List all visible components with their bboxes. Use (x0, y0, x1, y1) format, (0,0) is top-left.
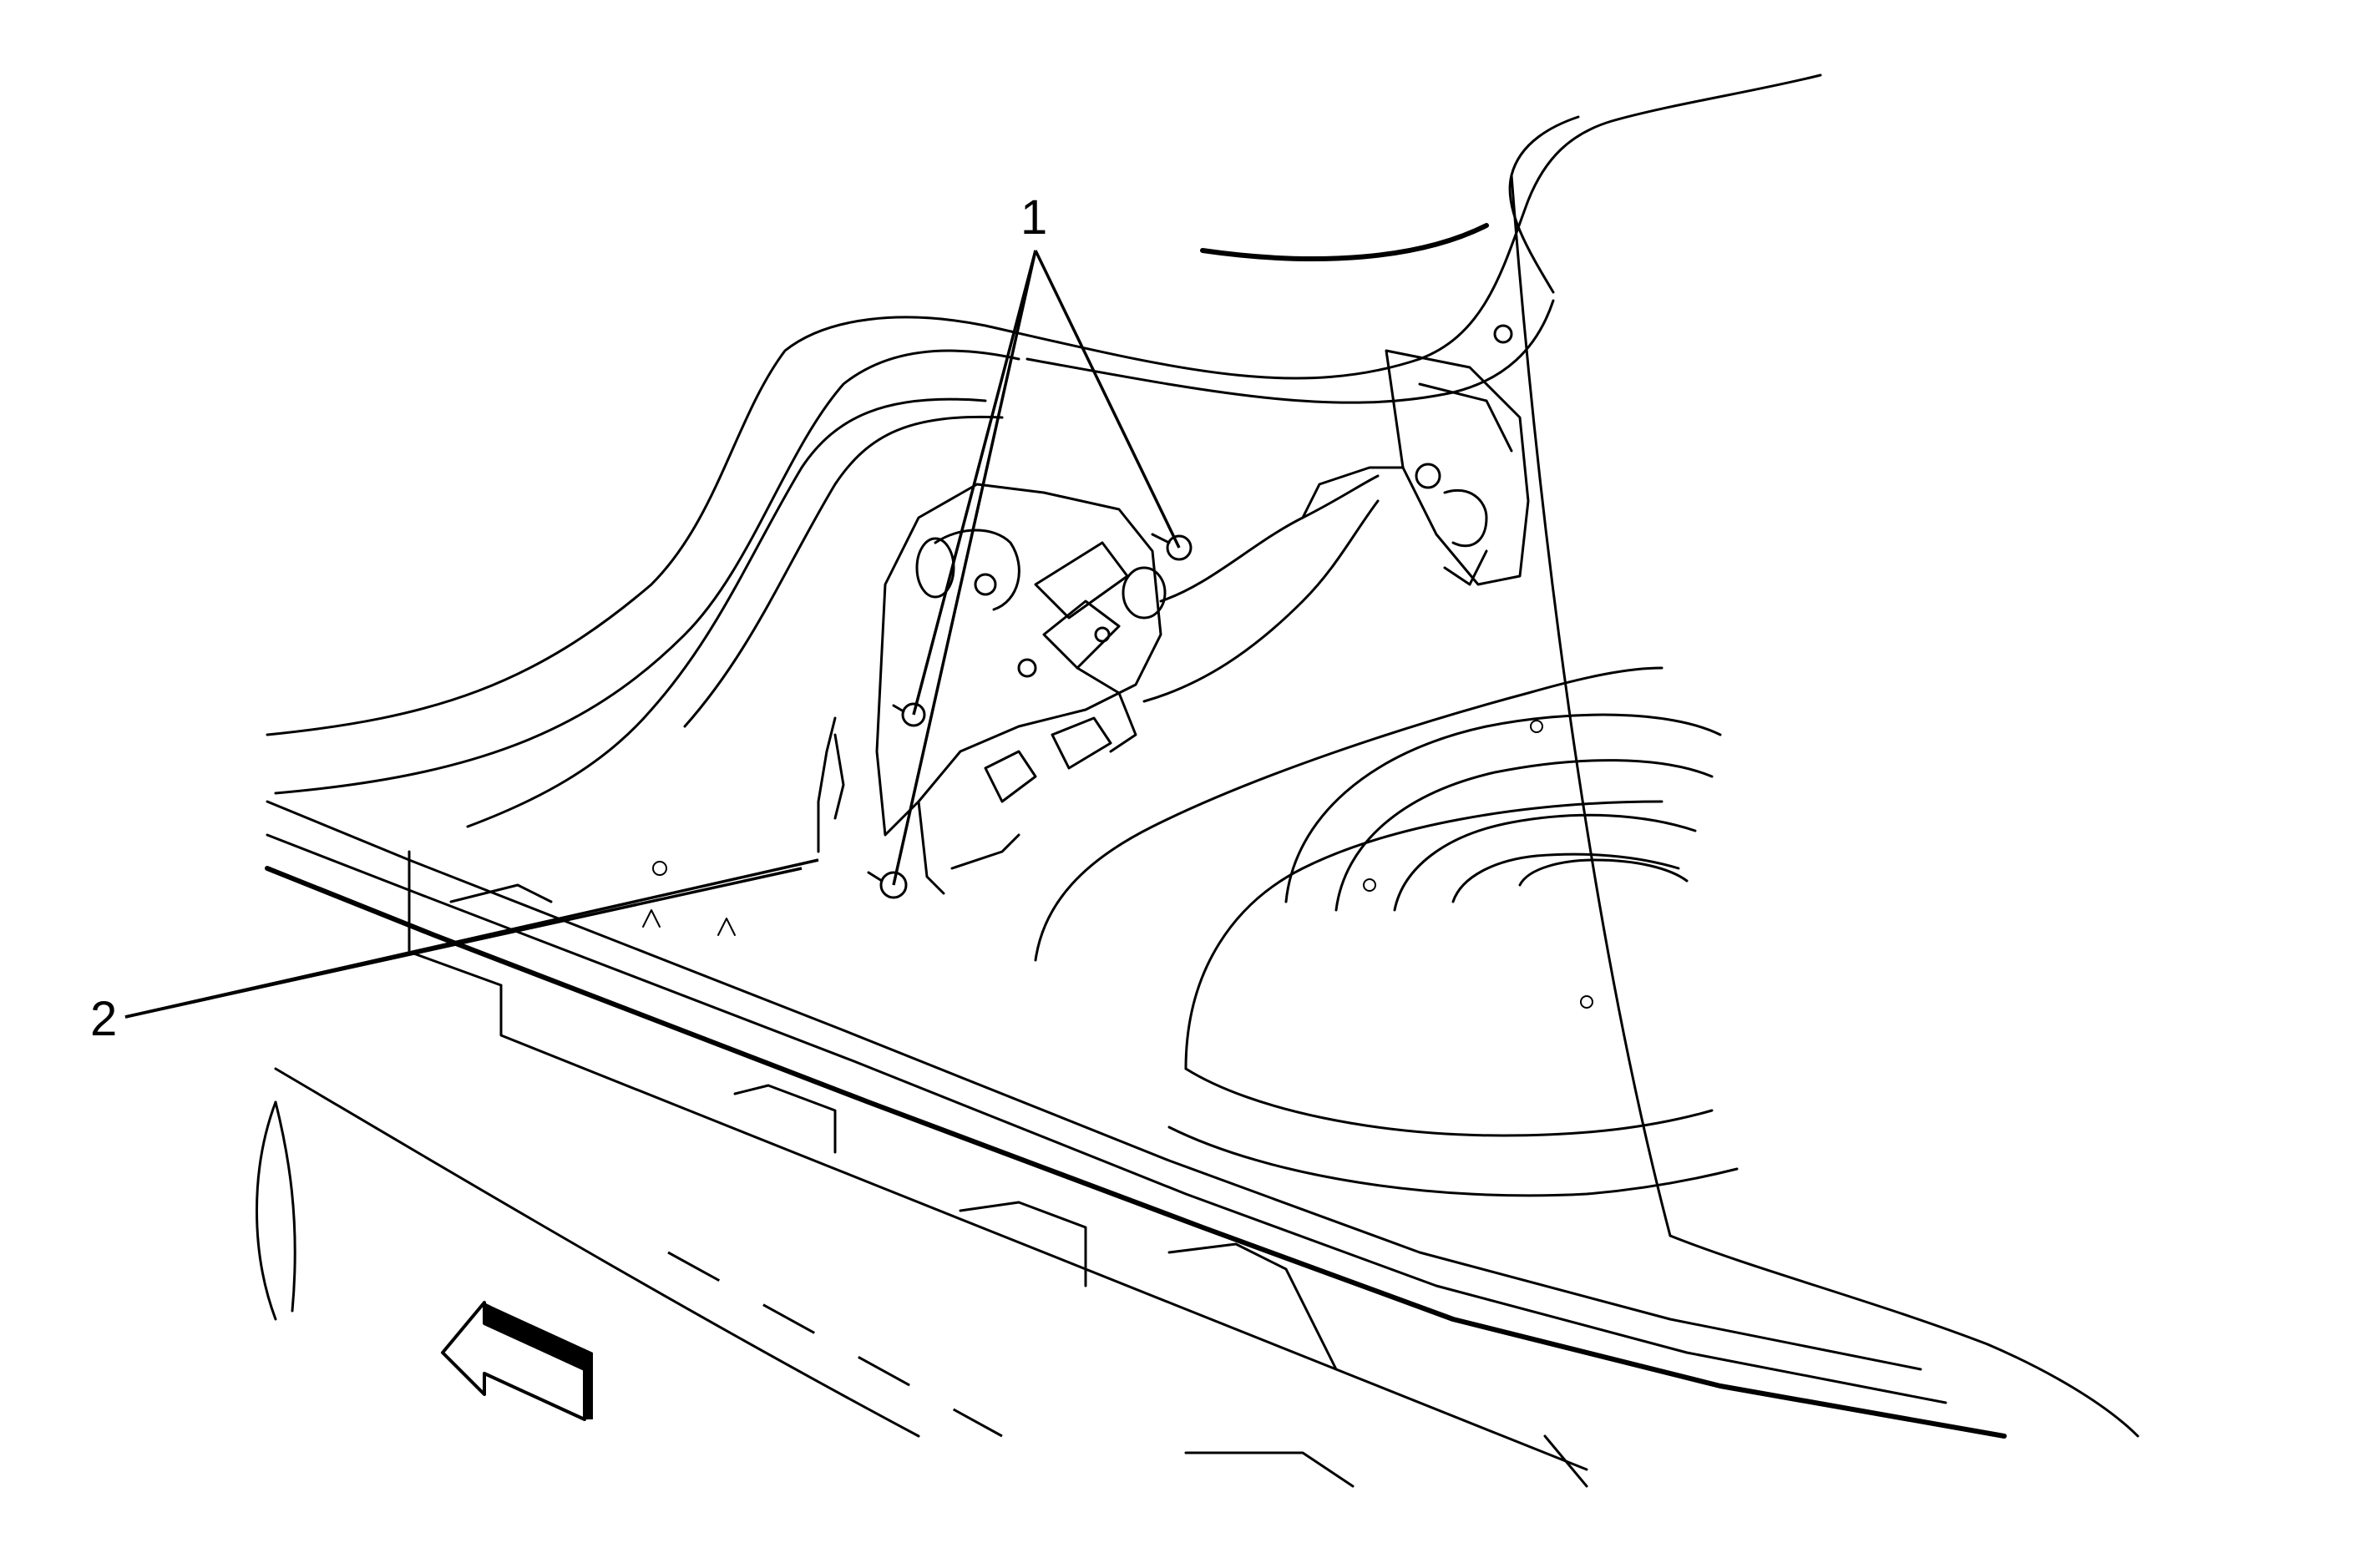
bolt-middle (892, 702, 926, 727)
bolt-top (1151, 533, 1193, 561)
latch-actuator-assembly (817, 466, 1405, 895)
callout-2-label: 2 (90, 992, 117, 1046)
callout-1-label: 1 (1020, 190, 1047, 245)
rear-shelf-outline (266, 73, 1822, 828)
sill-clips (642, 861, 736, 936)
callout-1-leaders (892, 250, 1181, 886)
trunk-sill (265, 800, 2007, 1488)
front-direction-arrow-icon (441, 1301, 593, 1421)
bolt-icon (879, 871, 908, 899)
trunk-hinge-bracket (1385, 324, 1530, 586)
bolt-icon (1166, 534, 1193, 561)
spare-wheel-well (1034, 666, 1739, 1197)
c-pillar (1200, 115, 2139, 1438)
bolt-bottom (867, 871, 908, 899)
bolt-icon (901, 702, 926, 727)
callout-2-leaders (124, 858, 819, 1019)
rear-quarter-panel (256, 1067, 1003, 1438)
